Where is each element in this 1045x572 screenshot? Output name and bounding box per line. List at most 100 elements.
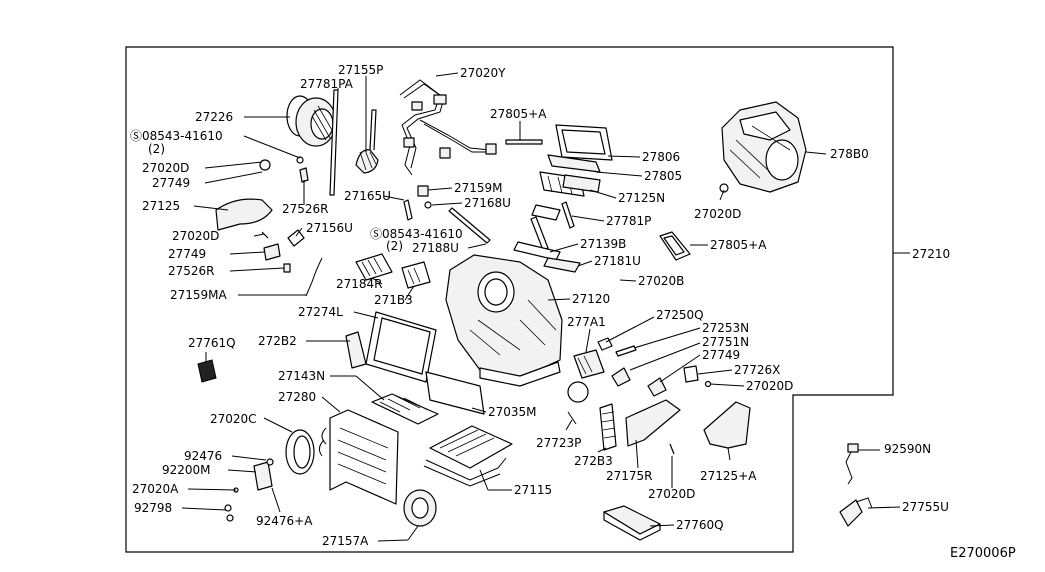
blower-motor-shape	[286, 95, 337, 147]
assembly-frame	[125, 46, 894, 553]
label-27526R-a: 27526R	[282, 202, 329, 216]
duct-27125A-shape	[703, 401, 751, 449]
label-27755U: 27755U	[902, 500, 949, 514]
duct-27125-shape	[215, 198, 273, 231]
label-27250Q: 27250Q	[656, 308, 704, 322]
fittings-shape	[259, 156, 309, 273]
label-27120: 27120	[572, 292, 610, 306]
label-92476A: 92476+A	[256, 514, 313, 528]
label-27253N: 27253N	[702, 321, 749, 335]
label-92200M: 92200M	[162, 463, 211, 477]
leader-lines	[181, 72, 901, 542]
label-27159M: 27159M	[454, 181, 503, 195]
heater-core-shape	[318, 409, 399, 505]
clips-shape	[531, 201, 575, 229]
label-27159MA: 27159MA	[170, 288, 228, 302]
label-27175R: 27175R	[606, 469, 653, 483]
connector-27761Q-shape	[197, 359, 217, 383]
label-27749-b: 27749	[168, 247, 206, 261]
label-92590N: 92590N	[884, 442, 931, 456]
label-27274L: 27274L	[298, 305, 343, 319]
label-27115: 27115	[514, 483, 552, 497]
gear-shape	[355, 109, 379, 174]
gasket-27020C-shape	[285, 429, 315, 475]
seal-27035M-shape	[425, 371, 485, 415]
label-27125A: 27125+A	[700, 469, 757, 483]
brackets-shape	[513, 216, 581, 273]
label-27210: 27210	[912, 247, 950, 261]
label-27143N: 27143N	[278, 369, 325, 383]
label-27125: 27125	[142, 199, 180, 213]
filter-strip-shape	[505, 139, 543, 145]
label-27020D-c: 27020D	[172, 229, 219, 243]
label-27726X: 27726X	[734, 363, 780, 377]
small-parts-shape	[597, 337, 712, 397]
filter-frames-shape	[539, 124, 613, 197]
label-27760Q: 27760Q	[676, 518, 724, 532]
label-27020Y: 27020Y	[460, 66, 506, 80]
label-277A1: 277A1	[567, 315, 606, 329]
valve-shape	[224, 458, 274, 522]
tray-27143N-shape	[371, 393, 439, 425]
label-271B3: 271B3	[374, 293, 413, 307]
wire-27159MA-shape	[305, 257, 323, 297]
blower-housing-shape	[719, 101, 807, 193]
label-27181U: 27181U	[594, 254, 641, 268]
heater-case-shape	[445, 254, 563, 387]
label-27020D-d: 27020D	[746, 379, 793, 393]
label-27526R-b: 27526R	[168, 264, 215, 278]
label-27226: 27226	[195, 110, 233, 124]
label-27761Q: 27761Q	[188, 336, 236, 350]
diagram-id: E270006P	[950, 546, 1016, 561]
label-27188U: 27188U	[412, 241, 459, 255]
label-27723P: 27723P	[536, 436, 581, 450]
label-27749-c: 27749	[702, 348, 740, 362]
label-08543-41610-top: Ⓢ08543-41610	[130, 129, 223, 143]
label-27805A-top: 27805+A	[490, 107, 547, 121]
clip-27159M-shape	[403, 185, 432, 221]
label-27781PA: 27781PA	[300, 77, 354, 91]
label-27020D-a: 27020D	[142, 161, 189, 175]
label-27020A: 27020A	[132, 482, 179, 496]
label-08543-41610-mid: Ⓢ08543-41610	[370, 227, 463, 241]
label-08543-41610-mid-qty: (2)	[386, 239, 403, 253]
control-box-shape	[603, 505, 661, 541]
label-27168U: 27168U	[464, 196, 511, 210]
label-27139B: 27139B	[580, 237, 626, 251]
actuator-277A1-shape	[573, 349, 605, 379]
label-27805A-mid: 27805+A	[710, 238, 767, 252]
label-27035M: 27035M	[488, 405, 537, 419]
label-272B3: 272B3	[574, 454, 613, 468]
label-27155P: 27155P	[338, 63, 383, 77]
evaporator-shape	[345, 311, 437, 383]
label-27806: 27806	[642, 150, 680, 164]
label-27781P: 27781P	[606, 214, 651, 228]
rod-shape	[329, 89, 339, 196]
lower-bracket-shape	[567, 381, 681, 455]
label-27184R: 27184R	[336, 277, 383, 291]
label-08543-41610-top-qty: (2)	[148, 142, 165, 156]
label-27156U: 27156U	[306, 221, 353, 235]
label-27157A: 27157A	[322, 534, 369, 548]
blower-wheel-shape	[403, 489, 437, 527]
filter-frame-right-shape	[659, 231, 691, 261]
label-27020D-b: 27020D	[694, 207, 741, 221]
label-27751N: 27751N	[702, 335, 749, 349]
label-272B2: 272B2	[258, 334, 297, 348]
label-92476: 92476	[184, 449, 222, 463]
label-27125N: 27125N	[618, 191, 665, 205]
label-27805: 27805	[644, 169, 682, 183]
wiring-harness-shape	[399, 79, 497, 176]
label-27165U: 27165U	[344, 189, 391, 203]
rod-27168U-shape	[448, 207, 491, 244]
sensor-shape	[839, 443, 873, 527]
label-278B0: 278B0	[830, 147, 869, 161]
label-92798: 92798	[134, 501, 172, 515]
doors-shape	[355, 253, 431, 289]
label-27749-a: 27749	[152, 176, 190, 190]
label-27020B: 27020B	[638, 274, 684, 288]
label-27020D-e: 27020D	[648, 487, 695, 501]
pipe-27115-shape	[423, 425, 513, 487]
label-27020C: 27020C	[210, 412, 257, 426]
